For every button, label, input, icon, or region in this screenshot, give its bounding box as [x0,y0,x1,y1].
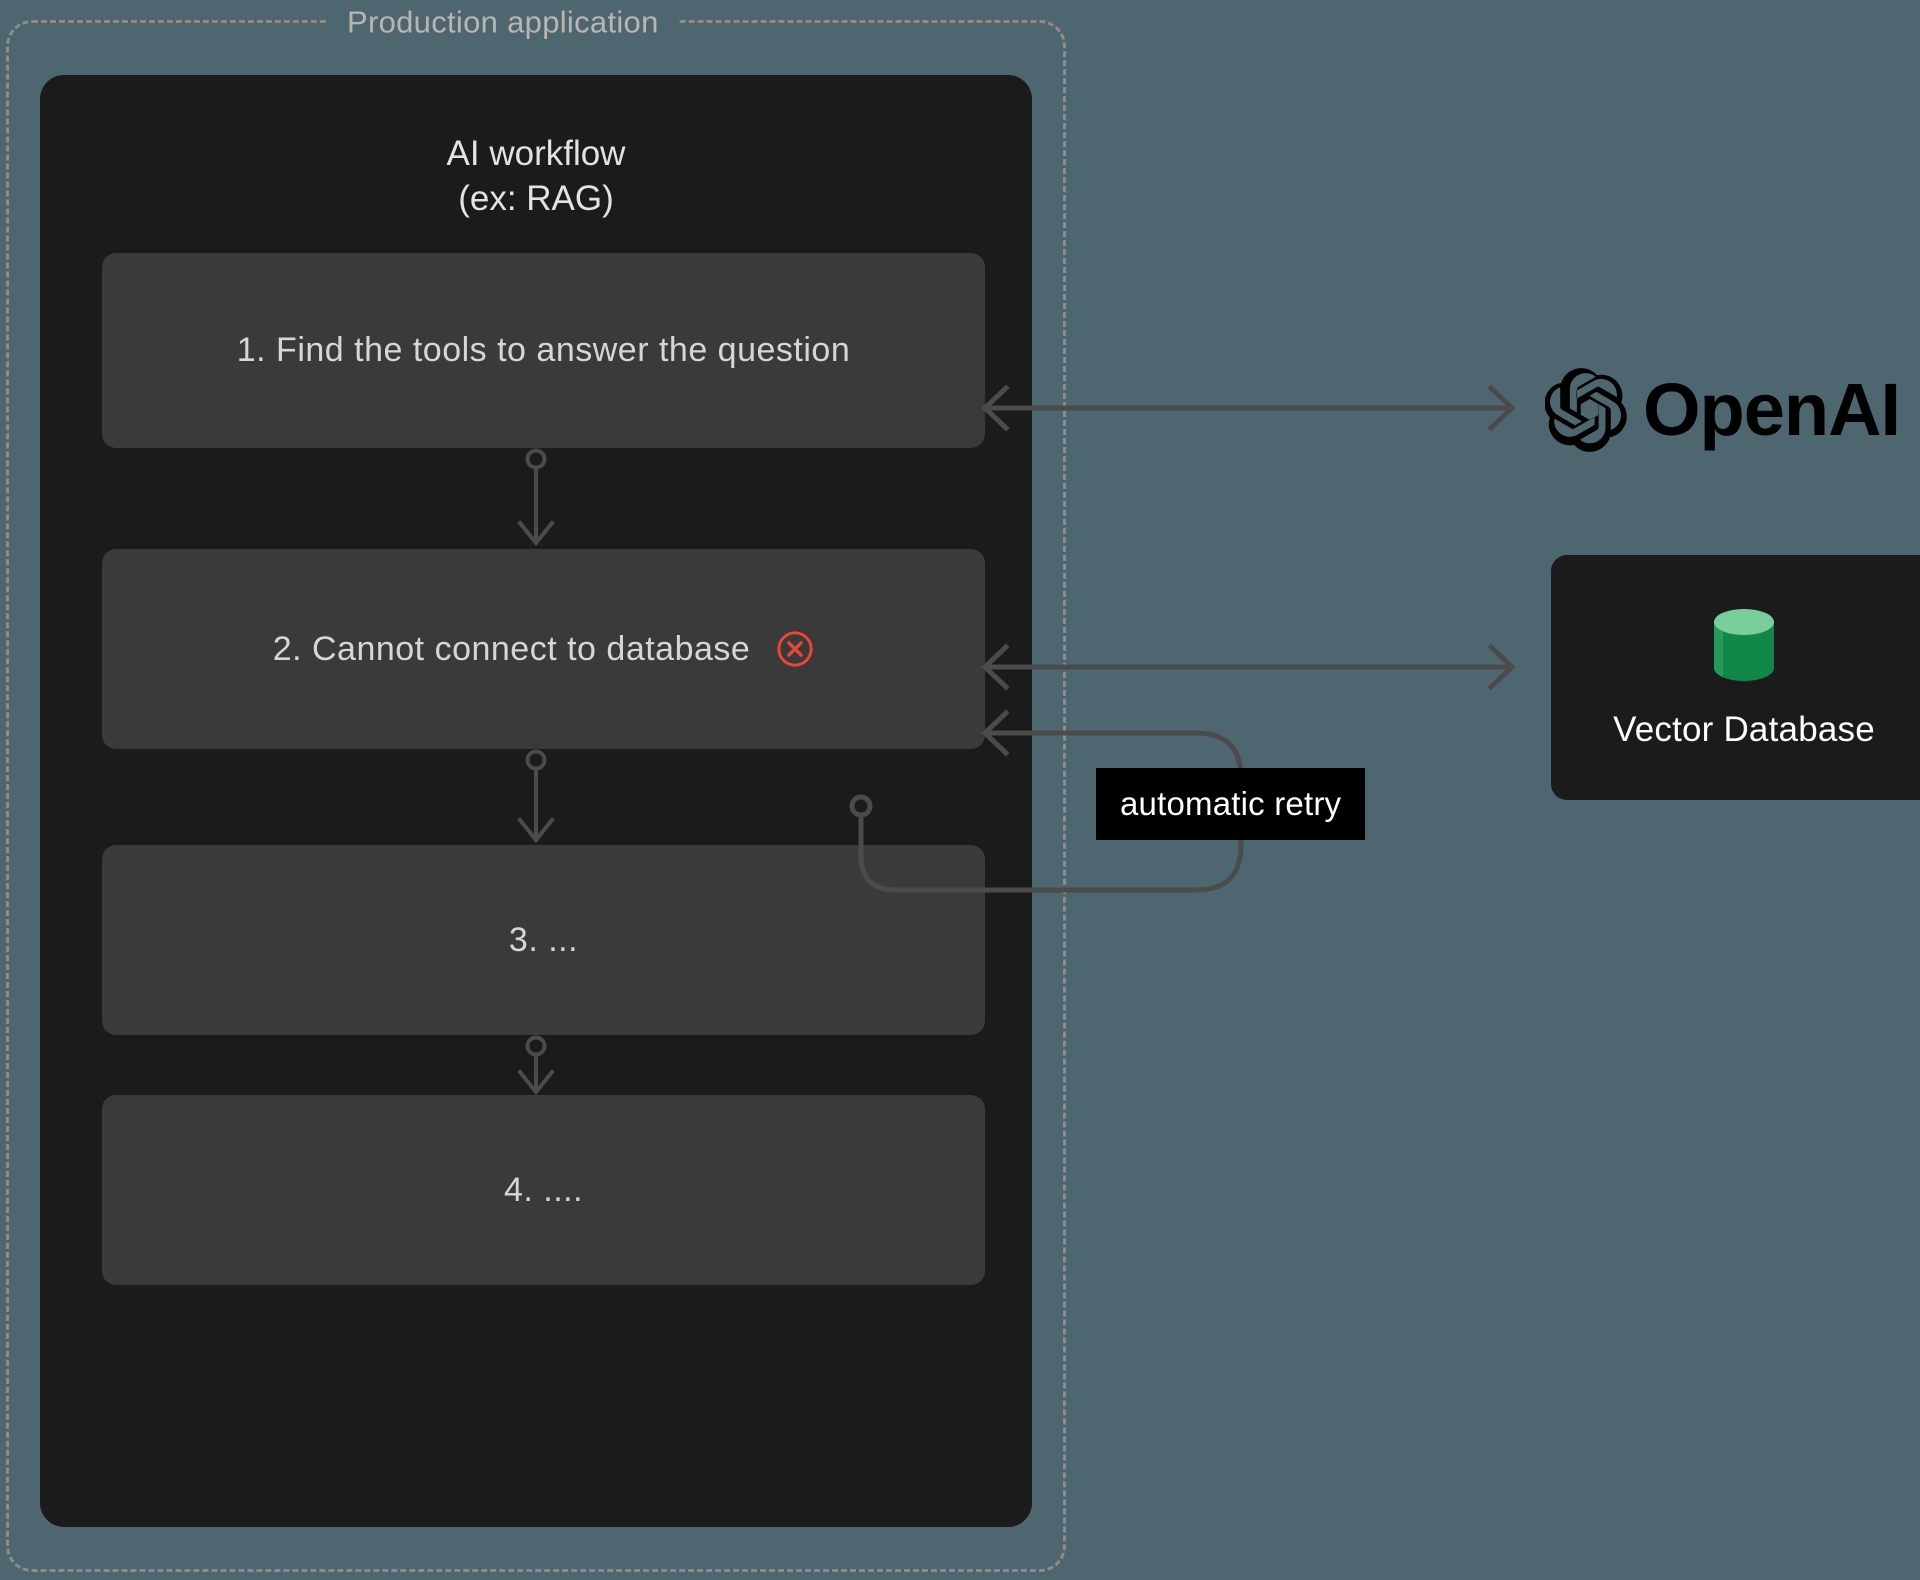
step-4-content: 4. .... [504,1171,583,1210]
step-3-content: 3. ... [509,921,578,960]
step-1-content: 1. Find the tools to answer the question [237,331,850,370]
openai-service[interactable]: OpenAI [1545,368,1901,452]
vector-database-label: Vector Database [1613,709,1875,749]
workflow-step-4[interactable]: 4. .... [102,1095,985,1285]
step-3-label: 3. ... [508,920,579,959]
step-4-label: 4. .... [503,1170,584,1209]
database-cylinder-icon [1714,608,1774,681]
error-circle-x-icon [777,631,813,667]
step-2-label: 2. Cannot connect to database [272,629,751,668]
arrow-down-icon [517,1035,555,1095]
step-2-content: 2. Cannot connect to database [273,630,815,669]
ai-workflow-card: AI workflow (ex: RAG) 1. Find the tools … [40,75,1032,1527]
automatic-retry-tag: automatic retry [1096,768,1366,840]
connector-step1-to-step2 [40,448,1032,549]
vector-database-card[interactable]: Vector Database [1551,555,1920,800]
openai-wordmark: OpenAI [1643,368,1901,451]
production-application-label: Production application [329,4,677,41]
arrow-down-icon [517,448,555,547]
workflow-step-3[interactable]: 3. ... [102,845,985,1035]
connector-step2-to-step3 [40,749,1032,845]
connector-step3-to-step4 [40,1035,1032,1095]
openai-knot-icon [1545,368,1627,452]
step-1-label: 1. Find the tools to answer the question [236,331,851,369]
ai-workflow-title: AI workflow (ex: RAG) [446,134,626,218]
workflow-step-2[interactable]: 2. Cannot connect to database [102,549,985,749]
workflow-step-1[interactable]: 1. Find the tools to answer the question [102,253,985,448]
arrow-down-icon [517,749,555,844]
